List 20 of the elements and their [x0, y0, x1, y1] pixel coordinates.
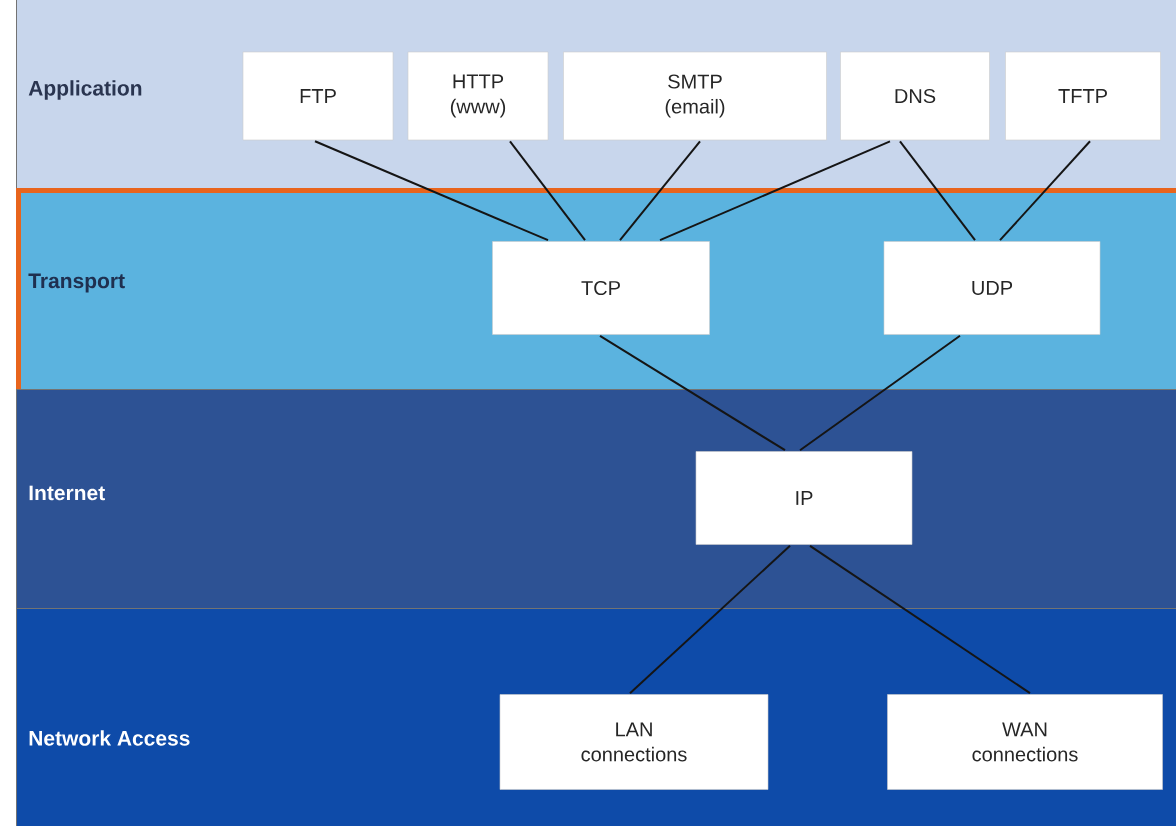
protocol-box: WAN connections: [887, 694, 1163, 790]
connector-line: [999, 140, 1091, 242]
protocol-box: UDP: [883, 241, 1101, 335]
protocol-box: SMTP (email): [563, 51, 827, 141]
protocol-box: FTP: [242, 51, 394, 141]
protocol-box: IP: [695, 451, 913, 545]
connector-line: [809, 544, 1031, 695]
connector-line: [659, 140, 891, 242]
connector-line: [509, 140, 586, 242]
connector-line: [599, 334, 786, 452]
protocol-box: TCP: [492, 241, 710, 335]
protocol-box: LAN connections: [499, 694, 769, 790]
protocol-box: HTTP (www): [407, 51, 549, 141]
protocol-box: DNS: [840, 51, 990, 141]
connector-line: [629, 544, 791, 695]
protocol-box: TFTP: [1005, 51, 1161, 141]
connector-line: [899, 140, 976, 242]
connector-line: [314, 140, 549, 242]
connector-line: [799, 334, 961, 452]
connector-line: [619, 140, 701, 242]
